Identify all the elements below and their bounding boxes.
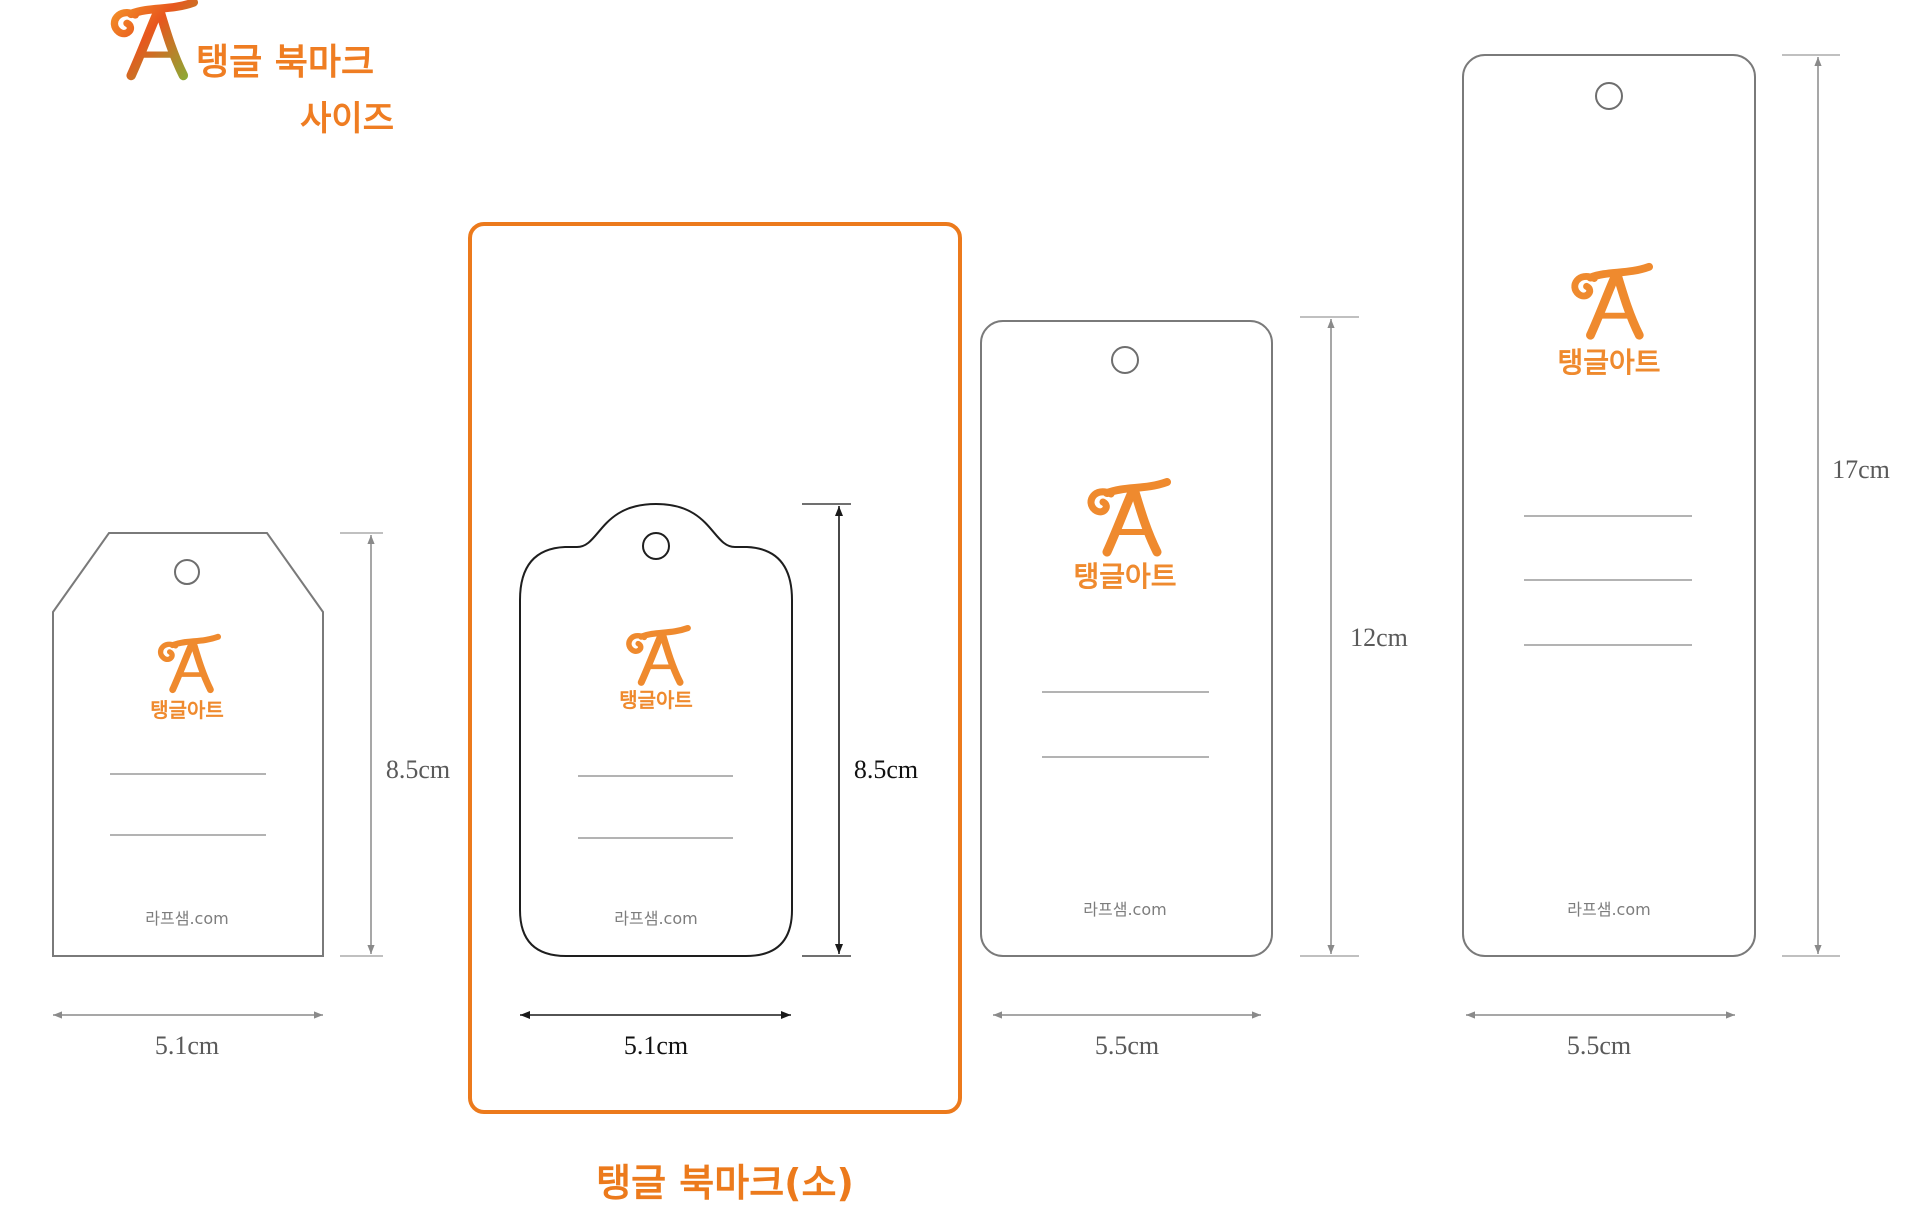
width-label: 5.1cm bbox=[155, 1031, 219, 1060]
page-subtitle: 사이즈 bbox=[300, 99, 394, 139]
bookmark-outline bbox=[1462, 54, 1756, 957]
bookmark-card-4: 탱글아트 라프샘.com 17cm 5.5cm bbox=[1462, 54, 1890, 1060]
height-dimension: 8.5cm bbox=[802, 503, 918, 957]
width-label: 5.5cm bbox=[1567, 1031, 1631, 1060]
punch-hole bbox=[1111, 346, 1139, 374]
highlight-frame bbox=[468, 222, 962, 1114]
bookmark-outline bbox=[980, 320, 1273, 957]
bookmark-card-3: 탱글아트 라프샘.com 12cm 5.5cm bbox=[980, 316, 1408, 1060]
bookmark-outline bbox=[52, 532, 324, 957]
bookmark-card-2: 탱글아트 라프샘.com 8.5cm 5.1cm bbox=[468, 222, 962, 1114]
site-url: 라프샘.com bbox=[1567, 900, 1650, 919]
width-dimension: 5.1cm bbox=[53, 1011, 323, 1060]
height-dimension: 12cm bbox=[1300, 316, 1408, 957]
tanggle-art-logo-icon bbox=[114, 2, 193, 75]
bookmark-card-1: 탱글아트 라프샘.com 8.5cm 5.1cm bbox=[52, 532, 450, 1060]
height-label: 17cm bbox=[1832, 455, 1890, 484]
punch-hole bbox=[1595, 82, 1623, 110]
height-label: 8.5cm bbox=[854, 755, 918, 784]
bookmark-outline bbox=[519, 502, 793, 957]
width-label: 5.5cm bbox=[1095, 1031, 1159, 1060]
header: 탱글 북마크 사이즈 bbox=[114, 2, 394, 139]
brand-name: 탱글아트 bbox=[1557, 346, 1660, 379]
width-dimension: 5.5cm bbox=[993, 1011, 1261, 1060]
site-url: 라프샘.com bbox=[1083, 900, 1166, 919]
width-dimension: 5.1cm bbox=[520, 1011, 791, 1060]
height-label: 8.5cm bbox=[386, 755, 450, 784]
page-title: 탱글 북마크 bbox=[196, 42, 374, 83]
height-dimension: 17cm bbox=[1782, 54, 1890, 957]
highlight-caption: 탱글 북마크(소) bbox=[596, 1161, 854, 1205]
brand-name: 탱글아트 bbox=[619, 688, 693, 712]
width-label: 5.1cm bbox=[624, 1031, 688, 1060]
punch-hole bbox=[642, 532, 670, 560]
site-url: 라프샘.com bbox=[614, 909, 697, 928]
brand-name: 탱글아트 bbox=[1073, 560, 1176, 593]
width-dimension: 5.5cm bbox=[1466, 1011, 1735, 1060]
brand-name: 탱글아트 bbox=[150, 698, 224, 722]
height-label: 12cm bbox=[1350, 623, 1408, 652]
punch-hole bbox=[174, 559, 200, 585]
height-dimension: 8.5cm bbox=[340, 532, 450, 957]
site-url: 라프샘.com bbox=[145, 909, 228, 928]
